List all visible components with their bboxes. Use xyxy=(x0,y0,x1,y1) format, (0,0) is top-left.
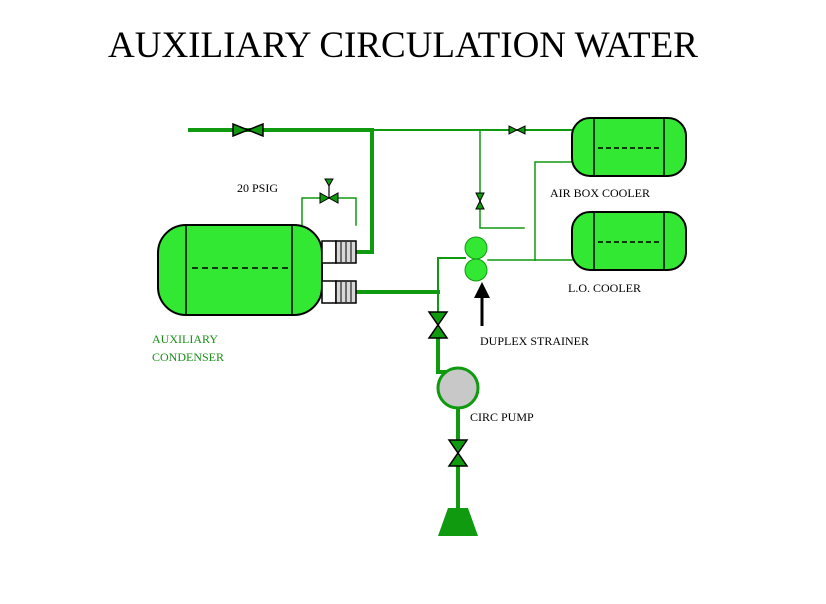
auxiliary-condenser xyxy=(157,224,323,316)
label-condenser: CONDENSER xyxy=(152,350,224,364)
relief-valve-icon xyxy=(319,178,339,204)
pipe-branch-vertical xyxy=(479,129,525,229)
pipe-vent-loop xyxy=(301,197,357,226)
pipe-main-inlet xyxy=(188,128,374,254)
lo-cooler xyxy=(571,211,687,271)
label-lo-cooler: L.O. COOLER xyxy=(568,281,641,295)
gate-valve-top-line-icon xyxy=(508,125,526,135)
strainer-arrow-icon xyxy=(474,282,490,326)
gate-valve-main-inlet-icon xyxy=(232,122,264,138)
condenser-flange-top xyxy=(321,240,357,264)
gate-valve-pump-suction-icon xyxy=(447,439,469,467)
gate-valve-pump-discharge-icon xyxy=(427,311,449,339)
pipe-pump-riser xyxy=(436,336,447,374)
pipe-strainer-left xyxy=(437,257,466,313)
air-box-cooler xyxy=(571,117,687,177)
label-air-box-cooler: AIR BOX COOLER xyxy=(550,186,650,200)
circ-pump-icon xyxy=(436,366,480,410)
diagram-title: AUXILIARY CIRCULATION WATER xyxy=(108,25,698,66)
pipe-cooler-manifold xyxy=(534,161,573,261)
sea-suction-icon xyxy=(438,508,478,536)
pipes xyxy=(188,128,579,512)
label-circ-pump: CIRC PUMP xyxy=(470,410,534,424)
condenser-flange-bottom xyxy=(321,280,357,304)
label-20-psig: 20 PSIG xyxy=(237,181,278,195)
label-duplex-strainer: DUPLEX STRAINER xyxy=(480,334,589,348)
gate-valve-branch-icon xyxy=(475,192,485,210)
duplex-strainer xyxy=(464,236,488,282)
label-auxiliary: AUXILIARY xyxy=(152,332,218,346)
